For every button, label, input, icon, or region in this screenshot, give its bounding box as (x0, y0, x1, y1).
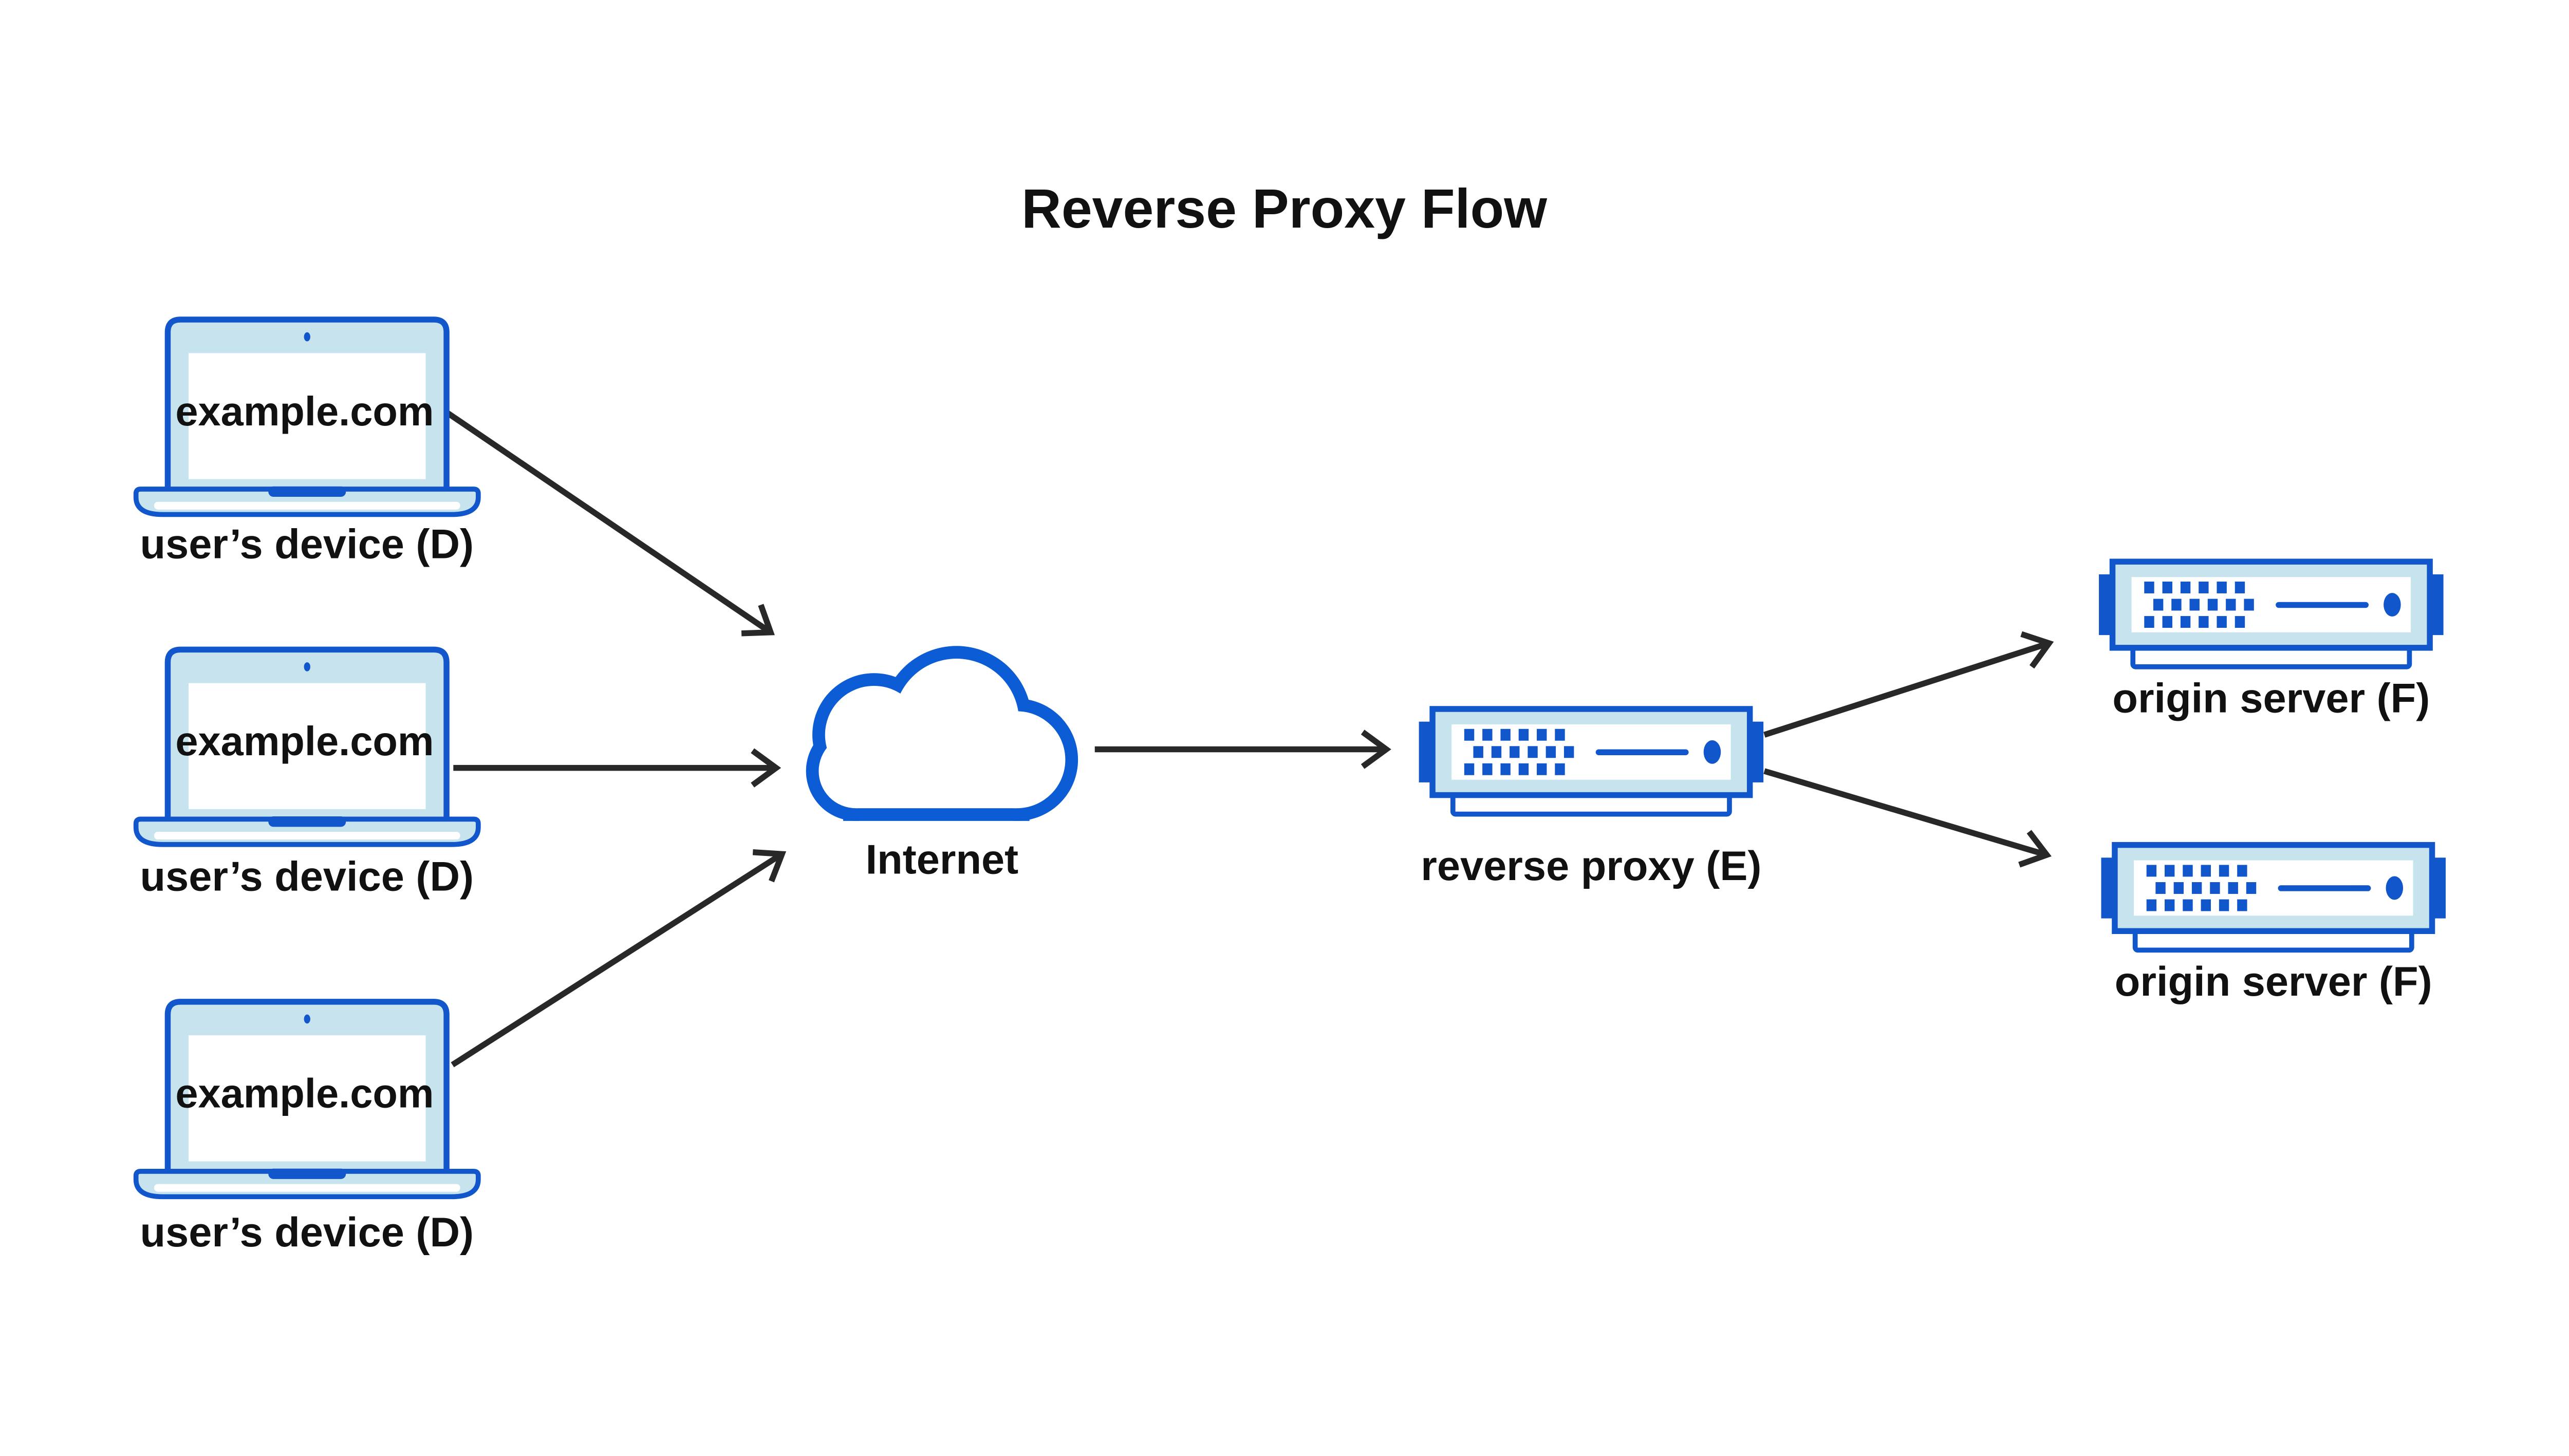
reverse-proxy-label: reverse proxy (E) (1421, 843, 1761, 889)
arrow-device1-to-internet (440, 406, 775, 637)
device2-screen-text: example.com (175, 718, 434, 764)
device3-label: user’s device (D) (140, 1209, 474, 1256)
server-icon (2099, 562, 2444, 667)
cloud-icon (806, 646, 1078, 821)
connectors (440, 406, 2054, 1068)
internet-label: Internet (866, 837, 1019, 883)
server-icon (1419, 709, 1764, 814)
device2-label: user’s device (D) (140, 853, 474, 900)
node-origin-server-1: origin server (F) (2099, 562, 2444, 722)
page-title: Reverse Proxy Flow (1021, 178, 1547, 239)
origin-server2-label: origin server (F) (2115, 959, 2432, 1005)
server-icon (2101, 845, 2446, 950)
node-user-device-3: example.com user’s device (D) (136, 1002, 478, 1256)
device1-screen-text: example.com (175, 388, 434, 434)
arrow-proxy-to-origin2 (1763, 768, 2052, 868)
node-origin-server-2: origin server (F) (2101, 845, 2446, 1005)
origin-server1-label: origin server (F) (2112, 676, 2430, 722)
node-user-device-1: example.com user’s device (D) (136, 320, 478, 568)
arrow-device3-to-internet (451, 849, 787, 1068)
arrow-proxy-to-origin1 (1763, 631, 2054, 738)
node-reverse-proxy: reverse proxy (E) (1419, 709, 1764, 889)
node-user-device-2: example.com user’s device (D) (136, 649, 478, 900)
device3-screen-text: example.com (175, 1071, 434, 1116)
device1-label: user’s device (D) (140, 521, 474, 568)
node-internet: Internet (806, 646, 1078, 883)
